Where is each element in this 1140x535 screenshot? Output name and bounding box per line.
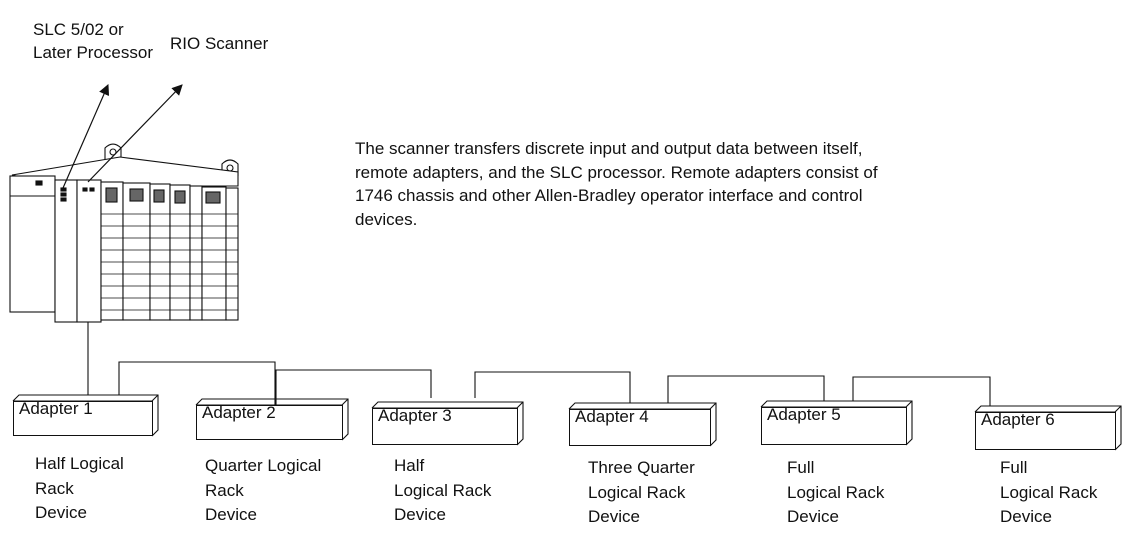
adapter-4-type-line: Three Quarter	[588, 458, 695, 477]
adapter-1-type-line: Rack	[35, 478, 74, 498]
adapter-3-type-line: Logical Rack	[394, 480, 492, 500]
io-modules	[100, 181, 239, 321]
slc-chassis	[9, 143, 239, 323]
scanner-description: The scanner transfers discrete input and…	[355, 139, 878, 229]
adapter-6-type-line: Logical Rack	[1000, 482, 1098, 502]
adapter-5-name: Adapter 5	[767, 405, 841, 424]
scanner-module	[76, 179, 102, 323]
adapter-1-type-line: Device	[35, 503, 87, 522]
scanner-label: RIO Scanner	[170, 34, 269, 53]
processor-arrow	[62, 84, 110, 189]
adapter-6-type: Full Logical Rack Device	[1000, 456, 1097, 530]
adapter-3-type: Half Logical Rack Device	[394, 454, 491, 528]
adapter-3-name: Adapter 3	[378, 406, 452, 425]
adapter-5-type-line: Device	[787, 507, 839, 526]
adapter-2: Adapter 2	[195, 398, 349, 441]
adapter-2-name: Adapter 2	[202, 403, 276, 422]
adapter-2-type-line: Quarter Logical	[205, 456, 322, 475]
adapter-4-name: Adapter 4	[575, 407, 649, 426]
adapter-6-type-line: Full	[1000, 458, 1028, 477]
adapter-4-type-line: Logical Rack	[588, 482, 686, 502]
adapter-2-type: Quarter Logical Rack Device	[205, 454, 321, 528]
adapter-5-type-line: Logical Rack	[787, 482, 885, 502]
adapter-5-type: Full Logical Rack Device	[787, 456, 884, 530]
adapter-6-name: Adapter 6	[981, 410, 1055, 429]
rio-link-cable	[87, 322, 991, 406]
adapter-1-type: Half Logical Rack Device	[35, 452, 124, 526]
adapter-5: Adapter 5	[760, 400, 913, 446]
processor-label-line1: SLC 5/02 or	[33, 20, 124, 39]
adapter-4-type-line: Device	[588, 507, 640, 526]
adapter-1: Adapter 1	[12, 394, 159, 437]
adapter-6: Adapter 6	[974, 405, 1122, 451]
scanner-arrow	[87, 84, 183, 183]
processor-label-line2: Later Processor	[33, 43, 153, 62]
adapter-5-type-line: Full	[787, 458, 815, 477]
adapter-1-name: Adapter 1	[19, 399, 93, 418]
adapter-2-type-line: Device	[205, 505, 257, 524]
adapter-2-type-line: Rack	[205, 480, 244, 500]
adapter-3-type-line: Device	[394, 505, 446, 524]
adapter-3-type-line: Half	[394, 456, 425, 475]
adapter-4: Adapter 4	[568, 402, 717, 447]
adapter-3: Adapter 3	[371, 401, 524, 446]
adapter-4-type: Three Quarter Logical Rack Device	[588, 456, 695, 530]
adapter-6-type-line: Device	[1000, 507, 1052, 526]
adapter-1-type-line: Half Logical	[35, 454, 124, 473]
